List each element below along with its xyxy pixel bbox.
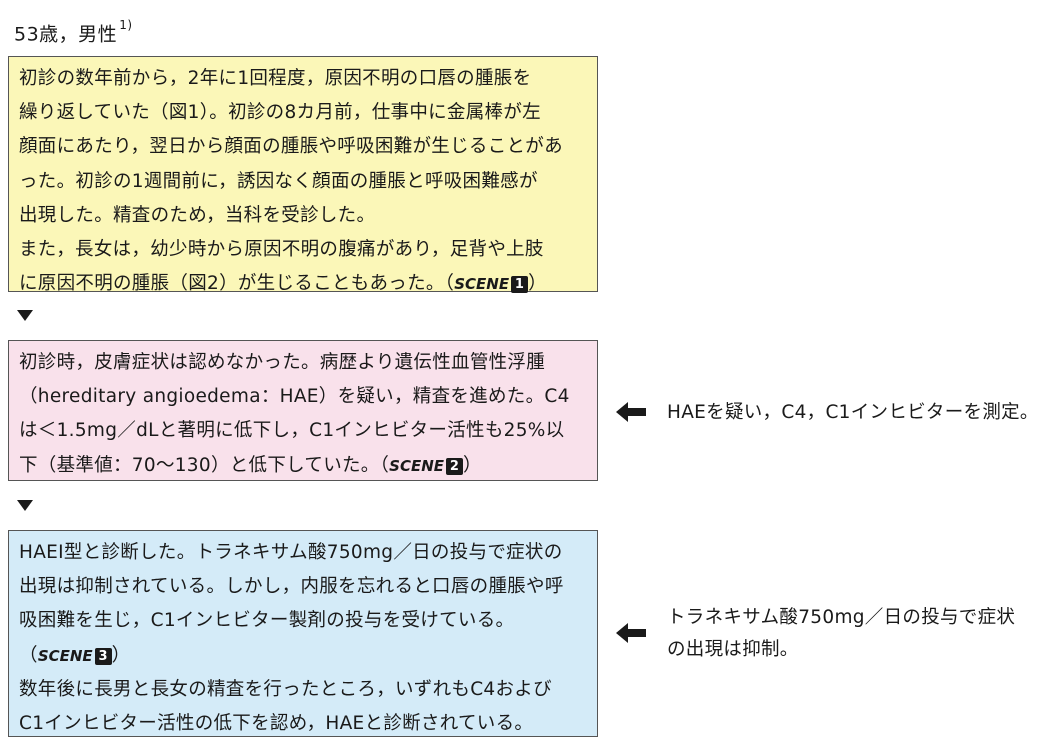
history-line: 初診の数年前から，2年に1回程度，原因不明の口唇の腫脹を (19, 68, 532, 89)
history-line: 顔面にあたり，翌日から顔面の腫脹や呼吸困難が生じることがあ (19, 136, 563, 158)
treatment-box: HAEⅠ型と診断した。トラネキサム酸750mg／日の投与で症状の 出現は抑制され… (8, 530, 598, 737)
history-line: また，長女は，幼少時から原因不明の腹痛があり，足背や上肢 (19, 239, 544, 261)
treatment-line: C1インヒビター活性の低下を認め，HAEと診断されている。 (19, 713, 534, 735)
left-arrow-icon (616, 623, 646, 643)
history-line: 出現した。精査のため，当科を受診した。 (19, 204, 376, 226)
treatment-line: HAEⅠ型と診断した。トラネキサム酸750mg／日の投与で症状の (19, 542, 563, 563)
note-treatment: トラネキサム酸750mg／日の投与で症状 の出現は抑制。 (667, 602, 1047, 666)
note-treatment-line: トラネキサム酸750mg／日の投与で症状 (667, 607, 1016, 628)
diagnosis-line-text: 下（基準値：70〜130）と低下していた。（ (19, 454, 390, 476)
diagnosis-box: 初診時，皮膚症状は認めなかった。病歴より遺伝性血管性浮腫 （hereditary… (8, 340, 598, 481)
closing-paren: ） (111, 644, 131, 666)
opening-paren: （ (19, 644, 38, 666)
diagnosis-line: （hereditary angioedema：HAE）を疑い，精査を進めた。C4 (19, 386, 570, 408)
scene-number-badge: 1 (511, 276, 529, 294)
scene-number-badge: 3 (94, 647, 112, 665)
note-treatment-line: の出現は抑制。 (667, 639, 799, 660)
treatment-line: 吸困難を生じ，C1インヒビター製剤の投与を受けている。 (19, 610, 515, 632)
down-triangle-icon (17, 310, 33, 321)
scene-label: SCENE (389, 456, 445, 475)
scene-label: SCENE (37, 646, 93, 665)
scene-number-badge: 2 (446, 457, 464, 475)
case-title: 53歳，男性 (14, 23, 118, 46)
history-line-text: に原因不明の腫脹（図2）が生じることもあった。（ (19, 273, 455, 295)
history-line: 繰り返していた（図1）。初診の8カ月前，仕事中に金属棒が左 (19, 102, 541, 124)
history-line: った。初診の1週間前に，誘因なく顔面の腫脹と呼吸困難感が (19, 170, 538, 192)
closing-paren: ） (463, 454, 482, 476)
left-arrow-icon (616, 402, 646, 422)
treatment-line: 出現は抑制されている。しかし，内服を忘れると口唇の腫脹や呼 (19, 576, 564, 598)
reference-mark: 1) (119, 18, 133, 32)
down-triangle-icon (17, 500, 33, 511)
treatment-line: 数年後に長男と長女の精査を行ったところ，いずれもC4および (19, 678, 552, 700)
note-hae-suspected: HAEを疑い，C4，C1インヒビターを測定。 (667, 402, 1039, 423)
diagnosis-line: 初診時，皮膚症状は認めなかった。病歴より遺伝性血管性浮腫 (19, 352, 546, 373)
closing-paren: ） (528, 273, 547, 295)
scene-label: SCENE (454, 275, 510, 294)
history-box: 初診の数年前から，2年に1回程度，原因不明の口唇の腫脹を 繰り返していた（図1）… (8, 56, 598, 294)
diagnosis-line: は＜1.5mg／dLと著明に低下し，C1インヒビター活性も25%以 (19, 420, 565, 442)
